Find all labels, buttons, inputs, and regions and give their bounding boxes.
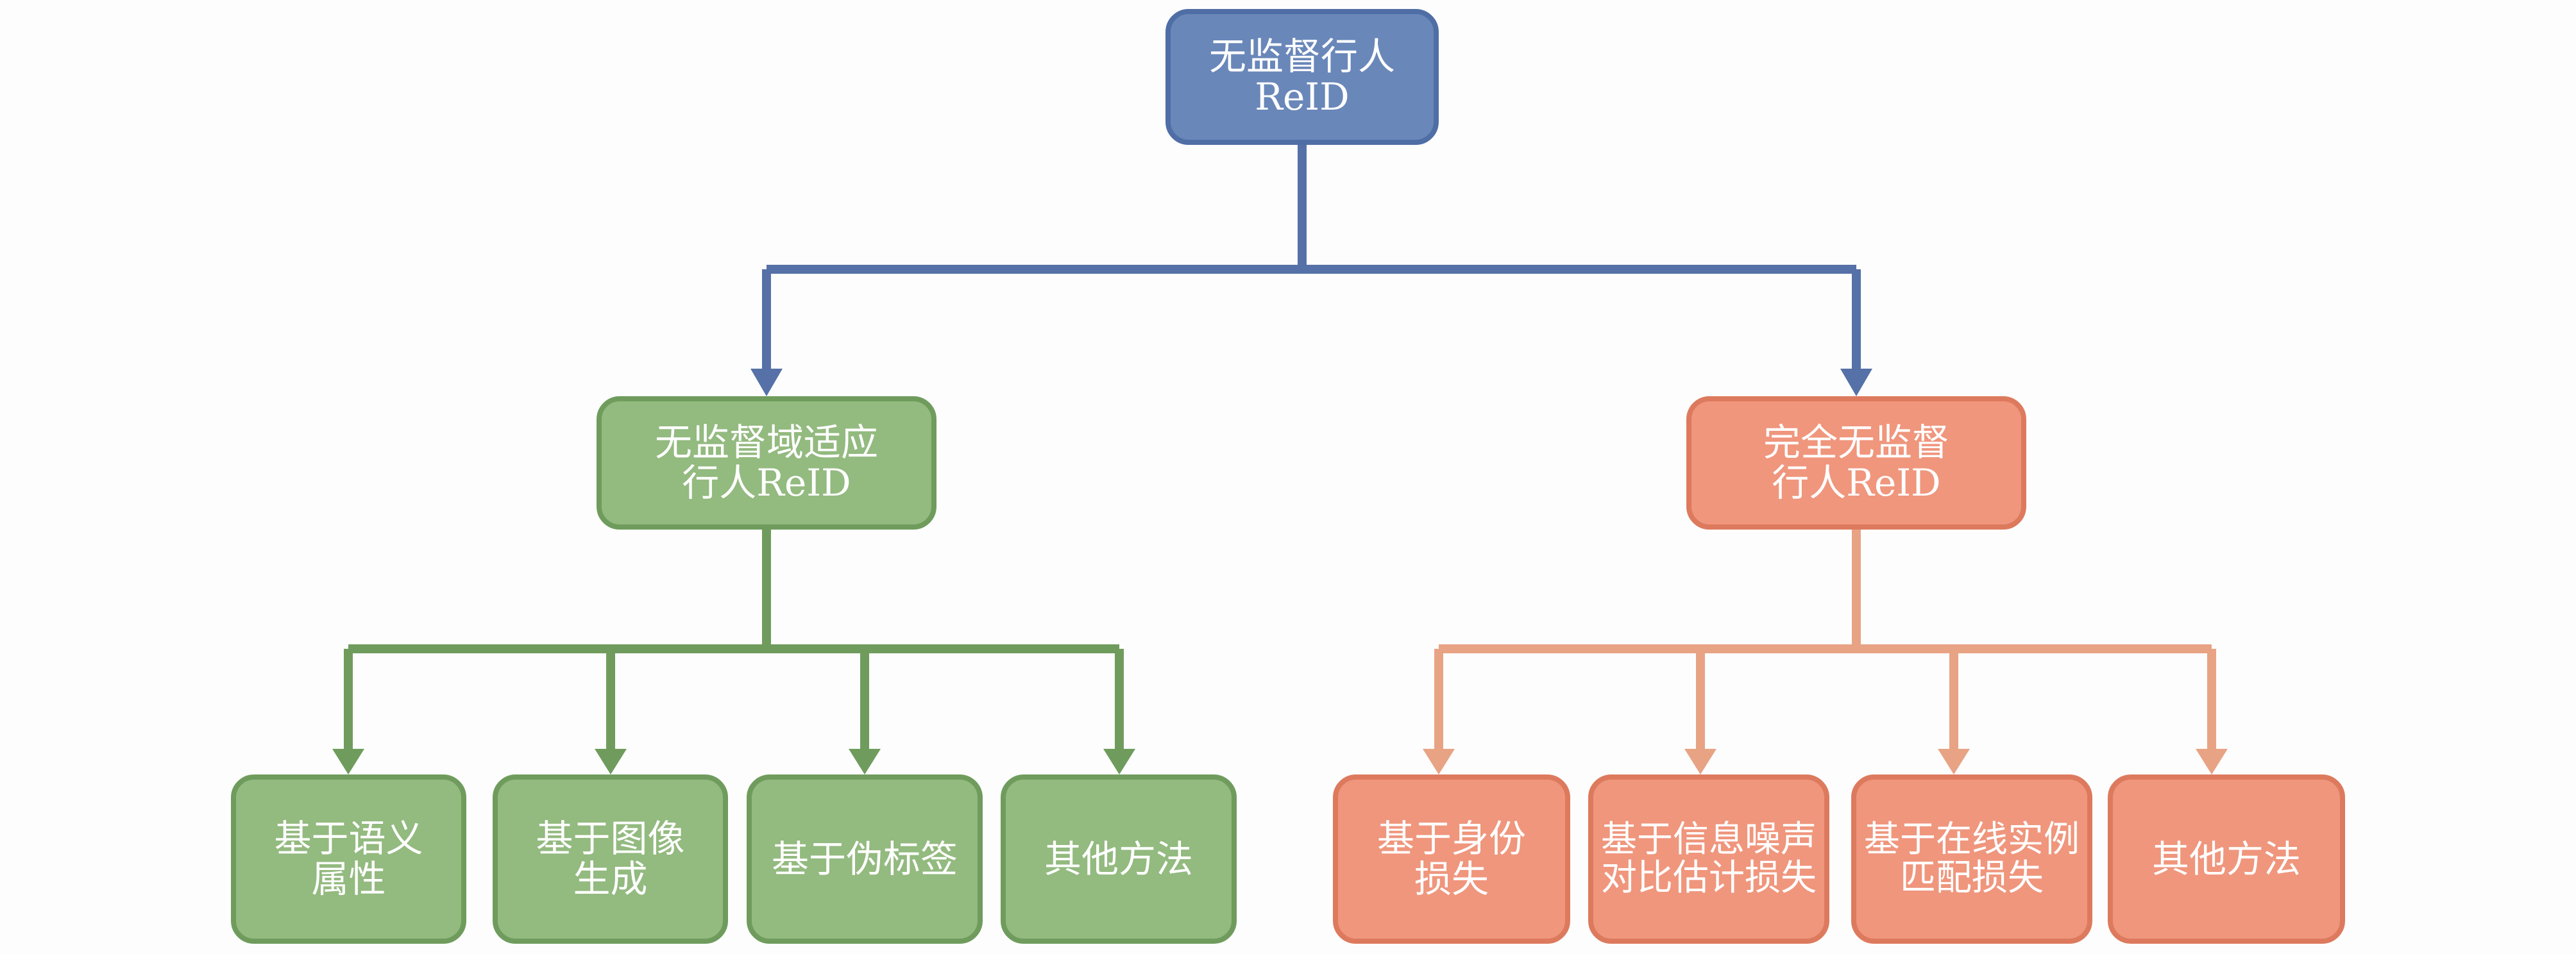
fully-unsupervised-line2: 行人ReID — [1772, 461, 1941, 505]
leaf-image-generation: 基于图像 生成 — [493, 774, 728, 944]
leaf-semantic-attribute: 基于语义 属性 — [231, 774, 466, 944]
leaf-image-gen-line1: 基于图像 — [536, 817, 685, 861]
leaf-pseudo-label: 基于伪标签 — [747, 774, 983, 944]
leaf-identity-line1: 基于身份 — [1377, 817, 1526, 861]
arrow-left-leaf-4 — [1103, 749, 1135, 774]
arrow-left-leaf-3 — [849, 749, 881, 774]
leaf-other-methods-right: 其他方法 — [2108, 774, 2345, 944]
leaf-online-instance-matching: 基于在线实例 匹配损失 — [1851, 774, 2092, 944]
arrow-left-leaf-2 — [595, 749, 627, 774]
arrow-right-leaf-2 — [1684, 749, 1716, 774]
leaf-pseudo-label-text: 基于伪标签 — [771, 837, 958, 881]
leaf-other-right-text: 其他方法 — [2151, 837, 2301, 881]
uda-reid-line2: 行人ReID — [682, 461, 851, 505]
leaf-oim-line1: 基于在线实例 — [1864, 818, 2080, 860]
arrow-right-leaf-4 — [2196, 749, 2228, 774]
leaf-oim-line2: 匹配损失 — [1900, 857, 2044, 899]
arrow-to-left-node — [750, 369, 783, 396]
arrow-left-leaf-1 — [332, 749, 364, 774]
leaf-identity-loss: 基于身份 损失 — [1333, 774, 1570, 944]
arrow-to-right-node — [1840, 369, 1872, 396]
leaf-infonce-line1: 基于信息噪声 — [1601, 818, 1817, 860]
leaf-other-left-text: 其他方法 — [1044, 837, 1193, 881]
left-connectors — [344, 530, 1124, 751]
fully-unsupervised-reid-node: 完全无监督 行人ReID — [1686, 396, 2026, 530]
root-node: 无监督行人 ReID — [1165, 9, 1439, 145]
leaf-identity-line2: 损失 — [1414, 857, 1489, 901]
leaf-semantic-line2: 属性 — [311, 857, 386, 901]
right-connectors — [1434, 530, 2216, 751]
arrow-right-leaf-3 — [1938, 749, 1970, 774]
root-node-line1: 无监督行人 — [1208, 35, 1395, 79]
leaf-infonce-line2: 对比估计损失 — [1601, 857, 1817, 899]
root-connectors — [762, 145, 1861, 372]
uda-reid-line1: 无监督域适应 — [654, 421, 878, 465]
leaf-semantic-line1: 基于语义 — [274, 817, 423, 861]
root-node-line2: ReID — [1255, 75, 1350, 119]
fully-unsupervised-line1: 完全无监督 — [1763, 421, 1949, 465]
uda-reid-node: 无监督域适应 行人ReID — [597, 396, 936, 530]
arrow-right-leaf-1 — [1423, 749, 1455, 774]
leaf-image-gen-line2: 生成 — [573, 857, 648, 901]
leaf-other-methods-left: 其他方法 — [1001, 774, 1237, 944]
leaf-infonce-loss: 基于信息噪声 对比估计损失 — [1588, 774, 1829, 944]
